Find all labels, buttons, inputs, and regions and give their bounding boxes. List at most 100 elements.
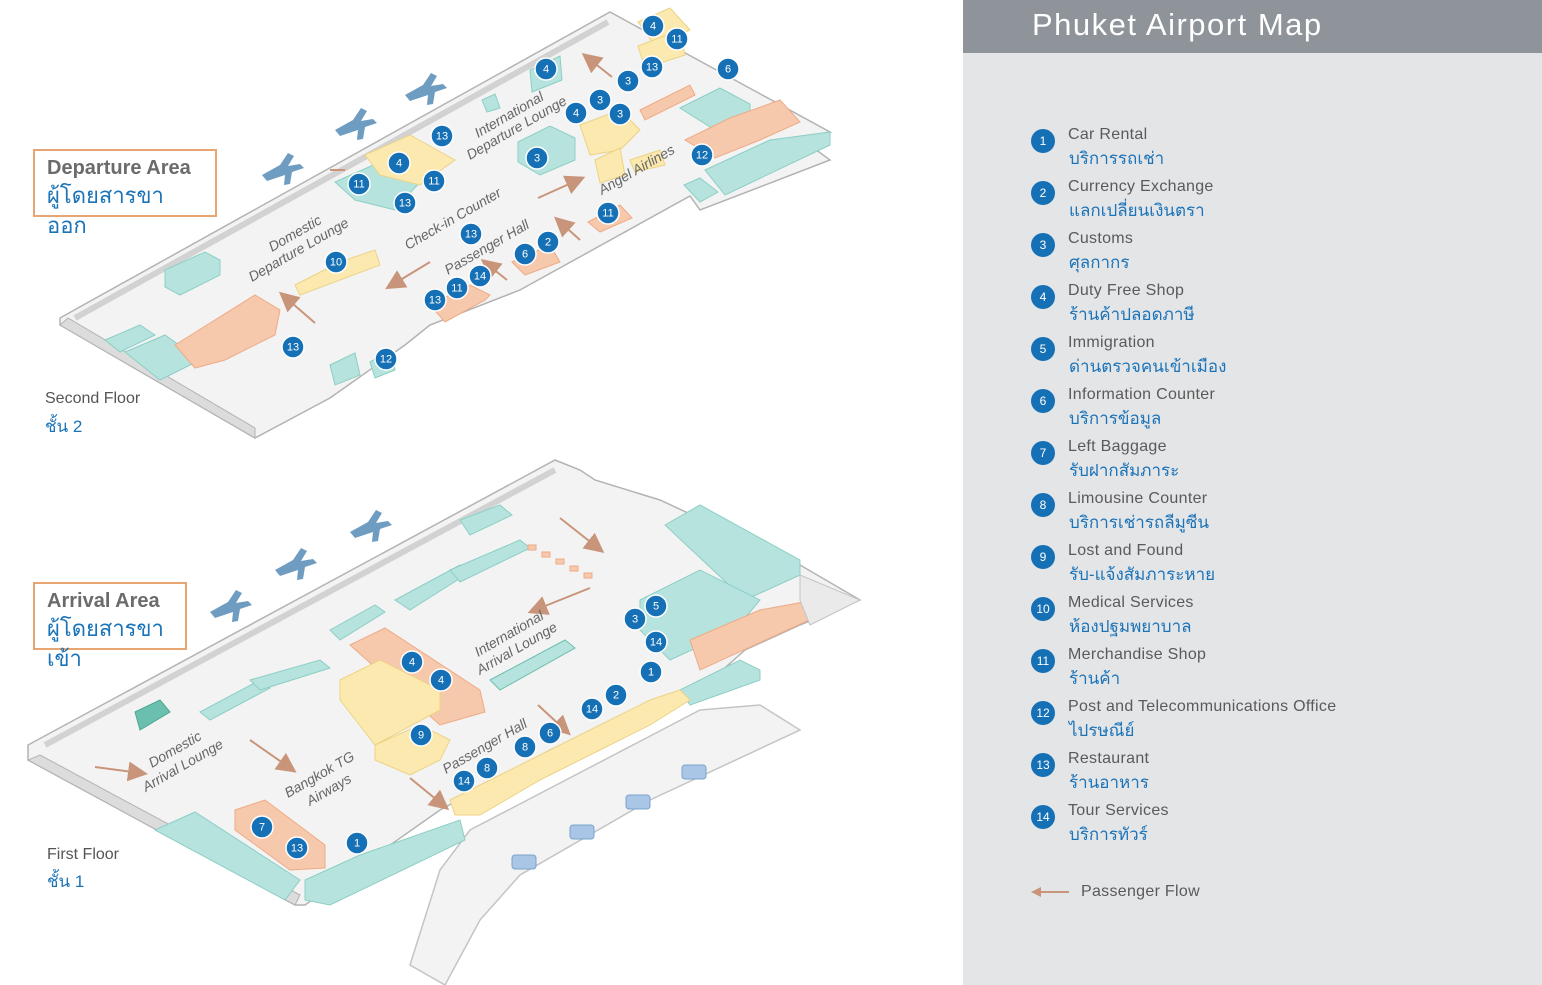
map-pin-departure: 3 (616, 69, 640, 93)
departure-area-title-th: ผู้โดยสารขาออก (47, 183, 164, 238)
legend-item-merchandise: 11 Merchandise Shop ร้านค้า (1031, 646, 1511, 694)
plane-icon-group-top (262, 73, 447, 185)
map-pin-departure: 12 (690, 143, 714, 167)
legend-item-tour: 14 Tour Services บริการทัวร์ (1031, 802, 1511, 850)
map-pin-number: 4 (573, 108, 579, 120)
map-pin-number: 9 (418, 730, 424, 742)
legend-item-post-telecom: 12 Post and Telecommunications Office ไป… (1031, 698, 1511, 746)
map-pin-departure: 13 (423, 288, 447, 312)
map-pin-number: 11 (353, 179, 364, 191)
map-pin-departure: 14 (468, 264, 492, 288)
second-floor-label-th: ชั้น 2 (45, 417, 83, 436)
map-pin-departure: 13 (393, 191, 417, 215)
legend-item-restaurant: 13 Restaurant ร้านอาหาร (1031, 750, 1511, 798)
map-pin-number: 1 (354, 838, 360, 850)
legend-header: Phuket Airport Map (963, 0, 1542, 53)
departure-area-title: Departure Area (47, 157, 191, 179)
legend-number-badge: 5 (1031, 337, 1055, 361)
legend-label-th: ศุลกากร (1069, 253, 1130, 272)
flow-arrow-icon (1031, 887, 1069, 897)
map-pin-number: 12 (380, 354, 392, 366)
map-pin-number: 12 (696, 150, 708, 162)
map-pin-number: 14 (650, 637, 662, 649)
map-pin-departure: 3 (588, 88, 612, 112)
legend-item-currency-exchange: 2 Currency Exchange แลกเปลี่ยนเงินตรา (1031, 178, 1511, 226)
legend-label-en: Merchandise Shop (1068, 646, 1207, 663)
map-pin-number: 13 (465, 229, 477, 241)
map-pin-arrival: 6 (538, 721, 562, 745)
map-pin-arrival: 14 (580, 697, 604, 721)
legend-label-th: ร้านค้า (1069, 669, 1121, 688)
legend-number-badge: 10 (1031, 597, 1055, 621)
map-pin-departure: 4 (534, 57, 558, 81)
map-pin-departure: 11 (596, 201, 620, 225)
legend-label-en: Lost and Found (1068, 542, 1184, 559)
passenger-flow-key: Passenger Flow (1031, 881, 1331, 905)
legend-label-en: Tour Services (1068, 802, 1169, 819)
map-pin-departure: 6 (513, 242, 537, 266)
legend-number-badge: 4 (1031, 285, 1055, 309)
legend-number-badge: 13 (1031, 753, 1055, 777)
map-pin-departure: 11 (445, 276, 469, 300)
map-pin-arrival: 3 (623, 607, 647, 631)
map-pin-number: 6 (547, 728, 553, 740)
map-pin-departure: 13 (430, 124, 454, 148)
legend-label-en: Immigration (1068, 334, 1155, 351)
map-pin-number: 1 (648, 667, 654, 679)
vehicle-group (511, 764, 707, 870)
map-pin-number: 13 (399, 198, 411, 210)
legend-number-badge: 6 (1031, 389, 1055, 413)
legend-label-th: บริการเช่ารถลีมูซีน (1069, 513, 1209, 532)
plane-icon (350, 510, 392, 542)
map-pin-number: 4 (543, 64, 549, 76)
legend-number-badge: 12 (1031, 701, 1055, 725)
van-icon (511, 854, 537, 870)
arrival-area-box: Arrival Area ผู้โดยสารขาเข้า (33, 582, 187, 671)
legend-label-en: Medical Services (1068, 594, 1194, 611)
map-pin-number: 8 (484, 763, 490, 775)
legend-label-th: ไปรษณีย์ (1069, 721, 1135, 740)
map-pin-arrival: 14 (452, 769, 476, 793)
airport-map: International Departure Lounge Domestic … (26, 7, 862, 985)
map-pin-number: 2 (545, 237, 551, 249)
first-floor-label: First Floor (47, 846, 119, 863)
map-pin-arrival: 4 (400, 650, 424, 674)
legend-item-car-rental: 1 Car Rental บริการรถเช่า (1031, 126, 1511, 174)
map-pin-number: 4 (650, 21, 656, 33)
legend-label-en: Duty Free Shop (1068, 282, 1185, 299)
map-pin-number: 4 (409, 657, 415, 669)
map-pin-arrival: 8 (475, 756, 499, 780)
legend-number-badge: 9 (1031, 545, 1055, 569)
second-floor-label: Second Floor (45, 390, 141, 407)
legend-number-badge: 14 (1031, 805, 1055, 829)
map-pin-number: 3 (534, 153, 540, 165)
legend-label-th: บริการทัวร์ (1069, 825, 1148, 844)
legend-label-en: Limousine Counter (1068, 490, 1208, 507)
map-pin-departure: 3 (525, 146, 549, 170)
plane-icon (210, 590, 252, 622)
map-pin-arrival: 7 (250, 815, 274, 839)
legend-label-th: รับฝากสัมภาระ (1069, 461, 1180, 480)
van-icon (569, 824, 595, 840)
legend-label-en: Post and Telecommunications Office (1068, 698, 1337, 715)
legend-label-th: ห้องปฐมพยาบาล (1069, 617, 1192, 636)
map-pin-departure: 3 (608, 102, 632, 126)
map-pin-number: 6 (725, 64, 731, 76)
legend-label-en: Left Baggage (1068, 438, 1167, 455)
legend-label-en: Information Counter (1068, 386, 1216, 403)
map-pin-arrival: 13 (285, 836, 309, 860)
map-pin-arrival: 1 (345, 831, 369, 855)
map-pin-arrival: 5 (644, 594, 668, 618)
map-pin-number: 4 (438, 675, 444, 687)
plane-icon (405, 73, 447, 105)
map-pin-arrival: 1 (639, 660, 663, 684)
map-pin-number: 7 (259, 822, 265, 834)
arrival-area-title: Arrival Area (47, 590, 160, 612)
map-pin-number: 11 (602, 208, 613, 220)
van-icon (681, 764, 707, 780)
map-pin-number: 4 (396, 158, 402, 170)
legend-number-badge: 1 (1031, 129, 1055, 153)
legend-label-th: แลกเปลี่ยนเงินตรา (1069, 201, 1205, 220)
map-pin-number: 13 (429, 295, 441, 307)
legend-label-th: ร้านอาหาร (1069, 773, 1149, 792)
